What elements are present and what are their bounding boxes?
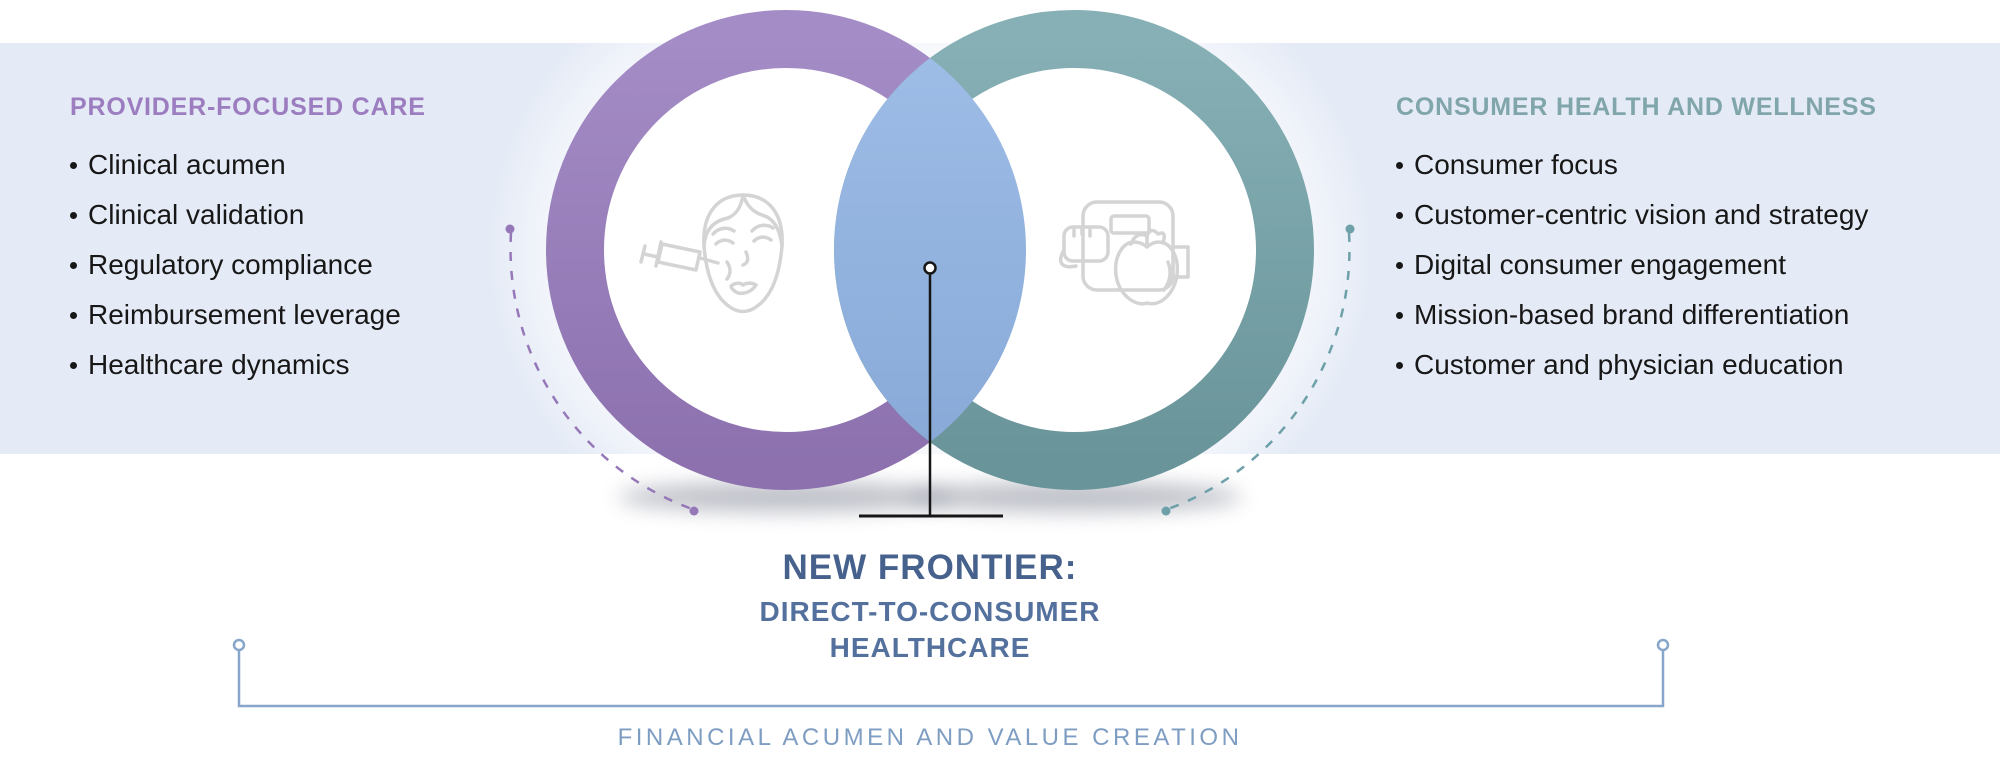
- list-item: Customer-centric vision and strategy: [1396, 190, 1976, 240]
- bottom-label: FINANCIAL ACUMEN AND VALUE CREATION: [617, 724, 1243, 751]
- left-dashed-arc: [505, 224, 699, 516]
- bullet-dot: [70, 261, 77, 269]
- venn-overlap-lens: [834, 58, 1026, 442]
- bullet-dot: [1396, 211, 1403, 219]
- list-item: Reimbursement leverage: [70, 290, 540, 340]
- left-circle-shadow: [618, 482, 954, 512]
- bullet-dot: [1396, 161, 1403, 169]
- list-item-label: Customer and physician education: [1414, 349, 1844, 380]
- right-panel-list: Consumer focus Customer-centric vision a…: [1396, 140, 1976, 390]
- right-dashed-arc: [1161, 224, 1355, 516]
- bullet-dot: [1396, 361, 1403, 369]
- list-item-label: Reimbursement leverage: [88, 299, 401, 330]
- bottom-bracket: [232, 638, 1670, 708]
- facial-injection-face-icon: [639, 193, 784, 314]
- list-item: Healthcare dynamics: [70, 340, 540, 390]
- left-panel: PROVIDER-FOCUSED CARE Clinical acumen Cl…: [70, 94, 540, 390]
- list-item-label: Healthcare dynamics: [88, 349, 350, 380]
- list-item-label: Mission-based brand differentiation: [1414, 299, 1850, 330]
- bullet-dot: [70, 211, 77, 219]
- list-item: Clinical acumen: [70, 140, 540, 190]
- list-item: Mission-based brand differentiation: [1396, 290, 1976, 340]
- list-item-label: Consumer focus: [1414, 149, 1618, 180]
- list-item-label: Clinical validation: [88, 199, 305, 230]
- list-item: Consumer focus: [1396, 140, 1976, 190]
- right-circle-shadow: [906, 482, 1242, 512]
- bullet-dot: [1396, 311, 1403, 319]
- list-item: Clinical validation: [70, 190, 540, 240]
- list-item-label: Regulatory compliance: [88, 249, 373, 280]
- list-item: Customer and physician education: [1396, 340, 1976, 390]
- right-panel-title: CONSUMER HEALTH AND WELLNESS: [1396, 93, 1877, 121]
- center-label: NEW FRONTIER: DIRECT-TO-CONSUMER HEALTHC…: [530, 549, 1330, 666]
- bullet-dot: [70, 311, 77, 319]
- bullet-dot: [70, 161, 77, 169]
- list-item: Digital consumer engagement: [1396, 240, 1976, 290]
- left-panel-title: PROVIDER-FOCUSED CARE: [70, 93, 426, 121]
- right-panel: CONSUMER HEALTH AND WELLNESS Consumer fo…: [1396, 94, 1976, 390]
- left-panel-list: Clinical acumen Clinical validation Regu…: [70, 140, 540, 390]
- list-item-label: Customer-centric vision and strategy: [1414, 199, 1869, 230]
- center-label-subtitle: DIRECT-TO-CONSUMER HEALTHCARE: [530, 594, 1330, 666]
- center-label-subtitle-line2: HEALTHCARE: [829, 632, 1031, 663]
- list-item-label: Clinical acumen: [88, 149, 286, 180]
- bullet-dot: [1396, 261, 1403, 269]
- overlap-pointer-line: [859, 261, 1003, 518]
- center-label-title: NEW FRONTIER:: [782, 548, 1078, 587]
- scale-tape-apple-icon: [1059, 200, 1190, 306]
- list-item: Regulatory compliance: [70, 240, 540, 290]
- center-label-subtitle-line1: DIRECT-TO-CONSUMER: [759, 596, 1101, 627]
- list-item-label: Digital consumer engagement: [1414, 249, 1786, 280]
- bullet-dot: [70, 361, 77, 369]
